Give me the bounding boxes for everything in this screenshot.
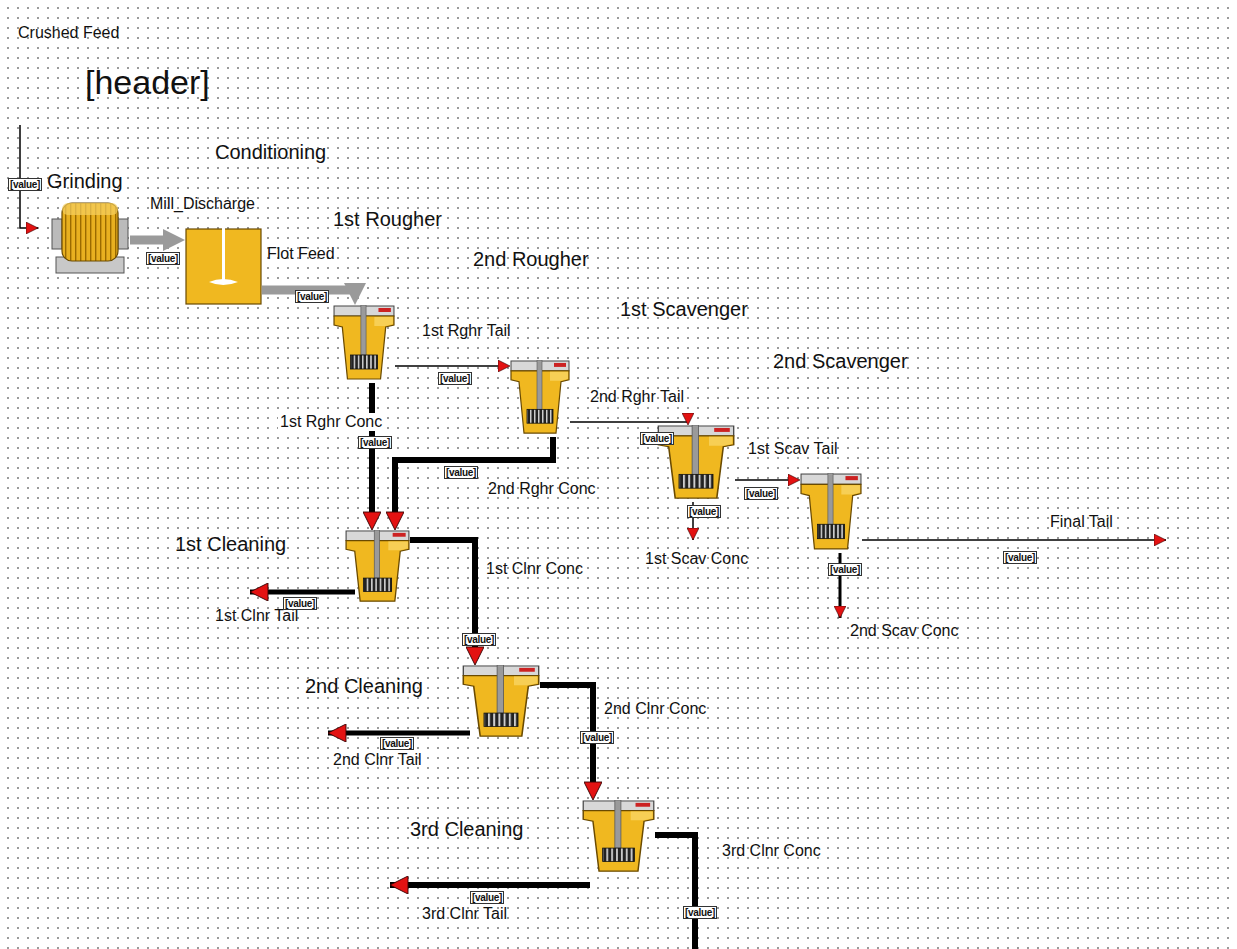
stream-line xyxy=(390,882,590,888)
stream-line xyxy=(735,479,793,481)
stream-line xyxy=(250,590,355,595)
value-tag: [value] xyxy=(358,436,392,449)
ball-mill-icon xyxy=(50,197,130,275)
open-streams xyxy=(20,125,1166,949)
flotation-cell-icon xyxy=(582,800,655,875)
unit-name: 2nd Scavenger xyxy=(773,350,908,372)
stream-line xyxy=(369,383,375,519)
value-tag: [value] xyxy=(580,731,614,744)
stream-label: 1st Rghr Conc xyxy=(278,413,384,431)
flotation-cell: 1st Cleaning xyxy=(345,530,410,605)
conditioning-tank: Conditioning xyxy=(185,228,262,305)
stream-label: 1st Rghr Tail xyxy=(422,322,511,340)
value-tag: [value] xyxy=(687,505,721,518)
arrow-head xyxy=(793,480,800,481)
value-tag: [value] xyxy=(438,372,472,385)
stream-label: Mill_Discharge xyxy=(150,195,255,213)
value-tag: [value] xyxy=(828,563,862,576)
conditioning-tank-icon xyxy=(185,228,262,305)
value-tag: [value] xyxy=(283,597,317,610)
stream-label: 2nd Rghr Conc xyxy=(488,480,596,498)
value-tag: [value] xyxy=(295,290,329,303)
flotation-cell-icon xyxy=(462,665,540,740)
stream-line xyxy=(655,835,695,949)
stream-connector xyxy=(735,480,800,481)
stream-connector xyxy=(130,240,185,241)
value-tag: [value] xyxy=(444,466,478,479)
stream-line xyxy=(130,236,172,245)
stream-label: 2nd Clnr Tail xyxy=(333,751,422,769)
stream-line xyxy=(328,731,470,736)
value-tag: [value] xyxy=(462,633,496,646)
unit-name: 1st Scavenger xyxy=(620,298,748,320)
flotation-cell-icon xyxy=(800,473,862,553)
value-tag: [value] xyxy=(683,906,717,919)
stream-label: 1st Scav Conc xyxy=(645,550,748,568)
stream-connector xyxy=(372,383,373,530)
flotation-cell-icon xyxy=(333,305,395,383)
stream-label: 2nd Scav Conc xyxy=(850,622,959,640)
flotation-cell: 2nd Cleaning xyxy=(462,665,540,740)
stream-label: 1st Clnr Conc xyxy=(486,560,583,578)
stream-line xyxy=(570,418,688,422)
arrow-head xyxy=(688,418,689,425)
unit-name: Conditioning xyxy=(215,141,326,163)
stream-label: Final Tail xyxy=(1050,513,1113,531)
value-tag: [value] xyxy=(1003,551,1037,564)
stream-label: 1st Scav Tail xyxy=(748,440,838,458)
flotation-cell-icon xyxy=(510,360,570,437)
ball-mill: Grinding xyxy=(50,197,130,275)
arrow-head xyxy=(503,366,510,367)
unit-name: 2nd Rougher xyxy=(473,248,589,270)
arrow-head xyxy=(395,519,396,530)
feed-line xyxy=(20,125,38,228)
value-tag: [value] xyxy=(640,432,674,445)
stream-label: Crushed Feed xyxy=(18,24,119,42)
unit-name: Grinding xyxy=(47,170,123,192)
arrow-head xyxy=(475,654,476,665)
stream-connector xyxy=(395,366,510,367)
value-tag: [value] xyxy=(8,178,42,191)
stream-label: 2nd Clnr Conc xyxy=(604,700,706,718)
unit-name: 1st Cleaning xyxy=(175,533,286,555)
stream-line xyxy=(395,437,553,519)
stream-connector xyxy=(262,290,355,305)
stream-label: 3rd Clnr Tail xyxy=(422,905,507,923)
flotation-cell: 3rd Cleaning xyxy=(582,800,655,875)
arrow-head xyxy=(355,292,356,305)
stream-line xyxy=(862,539,1166,541)
diagram-title: [header] xyxy=(85,63,210,101)
arrow-head xyxy=(172,240,185,241)
unit-name: 1st Rougher xyxy=(333,208,442,230)
stream-line xyxy=(395,365,503,367)
stream-label: 2nd Rghr Tail xyxy=(590,388,684,406)
value-tag: [value] xyxy=(146,252,180,265)
stream-connector xyxy=(570,418,688,425)
unit-name: 3rd Cleaning xyxy=(410,818,523,840)
flotation-cell: 1st Rougher xyxy=(333,305,395,383)
stream-label: 3rd Clnr Conc xyxy=(722,842,821,860)
value-tag: [value] xyxy=(744,487,778,500)
value-tag: [value] xyxy=(470,891,504,904)
value-tag: [value] xyxy=(380,737,414,750)
unit-name: 2nd Cleaning xyxy=(305,675,423,697)
flotation-cell: 2nd Scavenger xyxy=(800,473,862,553)
stream-connector xyxy=(410,540,475,665)
arrow-head xyxy=(593,789,594,800)
arrow-head xyxy=(372,519,373,530)
flotation-cell-icon xyxy=(345,530,410,605)
flotation-cell: 2nd Rougher xyxy=(510,360,570,437)
stream-label: Flot Feed xyxy=(267,245,335,263)
